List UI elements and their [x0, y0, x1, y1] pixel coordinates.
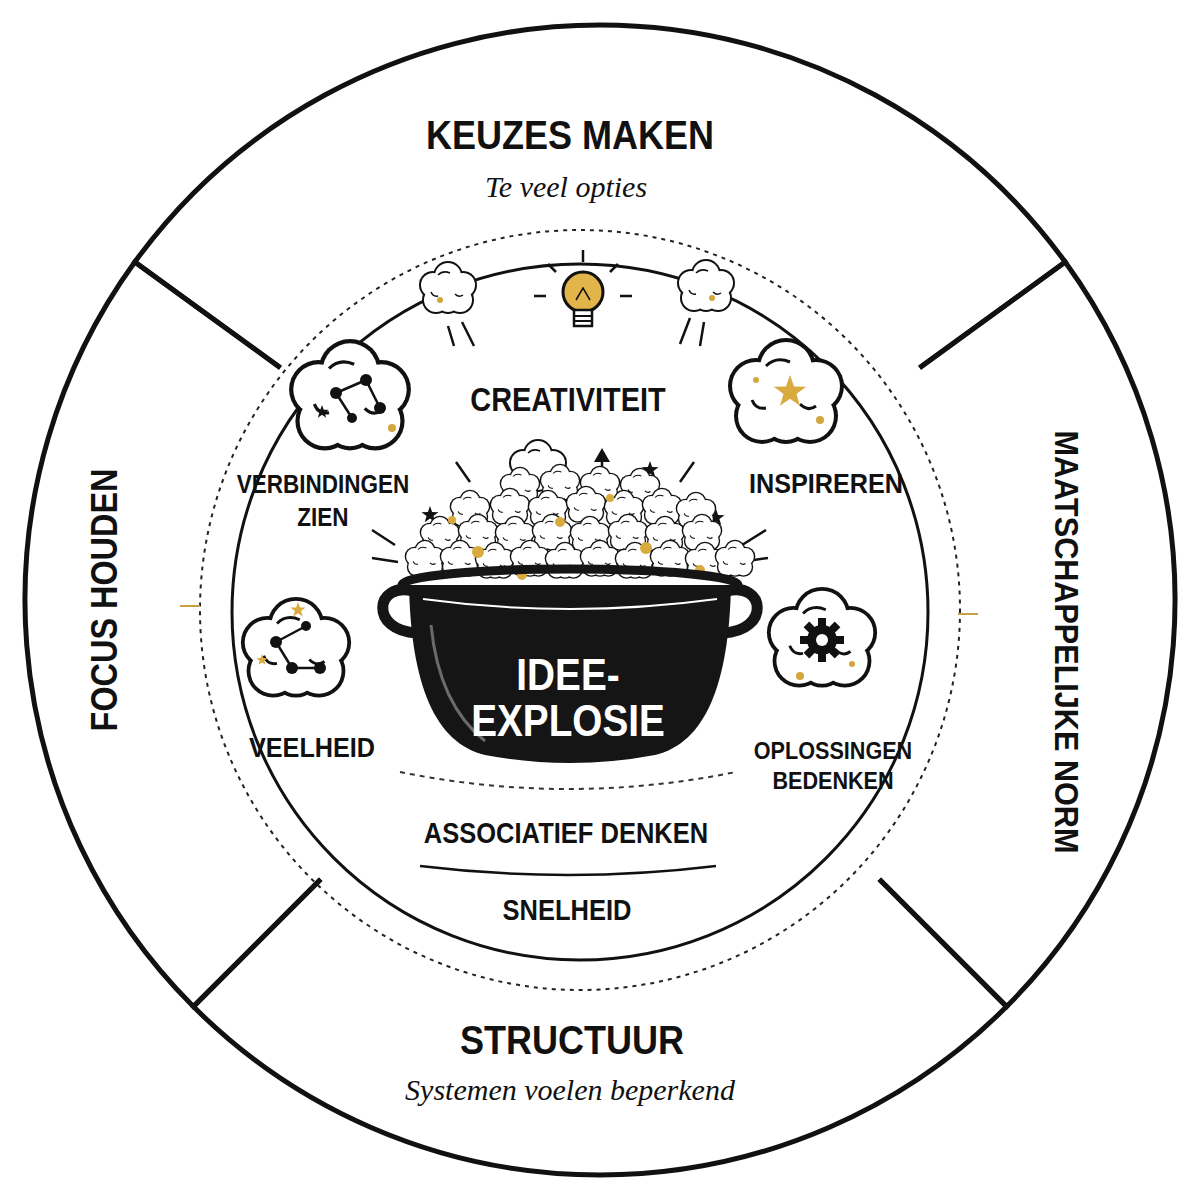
theme-label: SNELHEID: [503, 893, 632, 928]
segment-outline: [135, 25, 1065, 368]
theme-label: VERBINDINGEN ZIEN: [215, 468, 431, 533]
popcorn-cloud: [289, 339, 411, 450]
segment-heading: STRUCTUUR: [460, 1017, 684, 1063]
light-bulb: [534, 250, 632, 326]
divider-arc: [420, 866, 716, 875]
pot-label: IDEE- EXPLOSIE: [458, 652, 678, 744]
ring-segment: KEUZES MAKEN Te veel opties: [134, 24, 1066, 368]
pot-rim: [402, 569, 738, 601]
cooking-pot: IDEE- EXPLOSIE: [405, 565, 735, 765]
pot-shadow-arc: [400, 772, 736, 789]
pot-rim-line: [423, 599, 717, 609]
ring-segment: FOCUS HOUDEN: [24, 262, 321, 1007]
ring-segment: MAATSCHAPPELIJKE NORM: [879, 262, 1176, 1007]
theme-label: INSPIREREN: [749, 468, 903, 500]
theme-label: ASSOCIATIEF DENKEN: [424, 816, 708, 851]
segment-heading: KEUZES MAKEN: [426, 112, 714, 158]
theme-label: VEELHEID: [249, 732, 375, 764]
popcorn-cloud: [728, 338, 844, 444]
popcorn-cloud: [767, 587, 877, 688]
flying-popcorn: [419, 259, 735, 492]
segment-subtext: Systemen voelen beperkend: [405, 1073, 735, 1108]
segment-heading: MAATSCHAPPELIJKE NORM: [1046, 431, 1085, 854]
segment-subtext: Te veel opties: [485, 170, 647, 205]
dashed-ring: [200, 230, 960, 990]
ring-tick: [958, 613, 978, 615]
popcorn-cloud: [241, 597, 351, 698]
ring-segment-shape: [879, 262, 1176, 1007]
theme-label: OPLOSSINGEN BEDENKEN: [743, 736, 923, 796]
popcorn-pile: [405, 464, 756, 580]
ring-segment-shape: [24, 262, 321, 1007]
inner-circle: [232, 264, 928, 960]
ring-tick: [180, 605, 200, 607]
segment-outline: [25, 262, 321, 1007]
segment-outline: [193, 879, 1006, 1175]
theme-label: CREATIVITEIT: [470, 380, 665, 419]
pot-body: [409, 585, 731, 763]
segment-heading: FOCUS HOUDEN: [84, 469, 125, 732]
segment-outline: [879, 262, 1175, 1007]
